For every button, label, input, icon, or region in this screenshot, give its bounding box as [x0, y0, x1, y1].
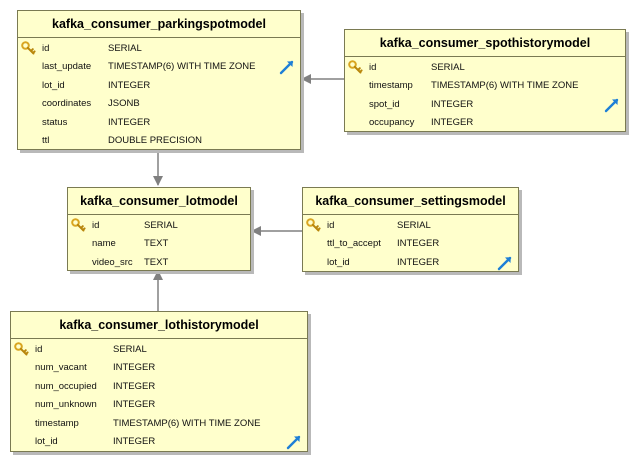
column-row[interactable]: num_vacant INTEGER — [11, 359, 307, 377]
column-type: TIMESTAMP(6) WITH TIME ZONE — [108, 61, 256, 73]
link-arrow-icon — [286, 435, 301, 450]
column-row[interactable]: lot_id INTEGER — [303, 254, 518, 272]
column-row[interactable]: id SERIAL — [303, 217, 518, 235]
column-row[interactable]: last_update TIMESTAMP(6) WITH TIME ZONE — [18, 58, 300, 76]
column-type: DOUBLE PRECISION — [108, 134, 202, 146]
column-row[interactable]: lot_id INTEGER — [18, 77, 300, 95]
column-row[interactable]: lot_id INTEGER — [11, 433, 307, 451]
column-row[interactable]: video_src TEXT — [68, 254, 250, 272]
column-row[interactable]: ttl DOUBLE PRECISION — [18, 132, 300, 150]
column-name: coordinates — [42, 98, 92, 110]
column-type: TIMESTAMP(6) WITH TIME ZONE — [431, 80, 579, 92]
table-title[interactable]: kafka_consumer_spothistorymodel — [345, 30, 625, 57]
column-name: lot_id — [327, 256, 350, 268]
column-name: spot_id — [369, 98, 400, 110]
column-name: last_update — [42, 61, 92, 73]
column-row[interactable]: id SERIAL — [345, 59, 625, 77]
column-name: ttl — [42, 134, 50, 146]
column-type: SERIAL — [108, 43, 142, 54]
column-row[interactable]: occupancy INTEGER — [345, 114, 625, 132]
column-row[interactable]: timestamp TIMESTAMP(6) WITH TIME ZONE — [11, 415, 307, 433]
column-type: INTEGER — [108, 79, 151, 91]
column-name: timestamp — [35, 417, 79, 429]
table-title[interactable]: kafka_consumer_settingsmodel — [303, 188, 518, 215]
column-type: SERIAL — [113, 344, 147, 355]
key-icon — [348, 60, 363, 74]
column-name: lot_id — [42, 79, 65, 91]
column-list: id SERIAL last_update TIMESTAMP(6) WITH TIM… — [18, 38, 300, 150]
column-row[interactable]: id SERIAL — [11, 341, 307, 359]
column-name: id — [92, 220, 100, 231]
column-type: TIMESTAMP(6) WITH TIME ZONE — [113, 417, 261, 429]
column-type: TEXT — [144, 238, 169, 250]
key-icon — [306, 218, 321, 232]
table-title[interactable]: kafka_consumer_lotmodel — [68, 188, 250, 215]
table-title[interactable]: kafka_consumer_lothistorymodel — [11, 312, 307, 339]
column-name: timestamp — [369, 80, 413, 92]
column-name: id — [35, 344, 43, 355]
column-name: num_occupied — [35, 380, 97, 392]
column-name: id — [369, 62, 377, 73]
column-type: INTEGER — [108, 116, 151, 128]
column-row[interactable]: num_occupied INTEGER — [11, 378, 307, 396]
column-type: INTEGER — [113, 362, 156, 374]
column-name: num_vacant — [35, 362, 87, 374]
column-list: id SERIAL timestamp TIMESTAMP(6) WITH TIME … — [345, 57, 625, 133]
column-name: occupancy — [369, 117, 415, 129]
column-type: INTEGER — [431, 98, 474, 110]
key-icon — [14, 342, 29, 356]
column-row[interactable]: status INTEGER — [18, 114, 300, 132]
table-title[interactable]: kafka_consumer_parkingspotmodel — [18, 11, 300, 38]
column-name: name — [92, 238, 116, 250]
column-type: SERIAL — [431, 62, 465, 73]
column-type: INTEGER — [113, 435, 156, 447]
link-arrow-icon — [497, 256, 512, 270]
link-arrow-icon — [279, 61, 294, 75]
column-type: SERIAL — [397, 220, 431, 231]
column-name: num_unknown — [35, 399, 97, 411]
column-row[interactable]: ttl_to_accept INTEGER — [303, 235, 518, 253]
column-row[interactable]: spot_id INTEGER — [345, 96, 625, 114]
key-icon — [21, 41, 36, 55]
key-icon — [71, 218, 86, 232]
column-type: INTEGER — [397, 256, 440, 268]
column-type: INTEGER — [113, 380, 156, 392]
column-name: video_src — [92, 256, 133, 268]
column-row[interactable]: num_unknown INTEGER — [11, 396, 307, 414]
column-type: INTEGER — [431, 117, 474, 129]
column-type: SERIAL — [144, 220, 178, 231]
column-type: JSONB — [108, 98, 140, 110]
column-row[interactable]: timestamp TIMESTAMP(6) WITH TIME ZONE — [345, 77, 625, 95]
column-name: id — [42, 43, 50, 54]
link-arrow-icon — [604, 98, 619, 112]
column-row[interactable]: id SERIAL — [18, 40, 300, 58]
column-type: INTEGER — [397, 238, 440, 250]
column-name: id — [327, 220, 335, 231]
column-type: INTEGER — [113, 399, 156, 411]
column-name: ttl_to_accept — [327, 238, 381, 250]
column-name: status — [42, 116, 68, 128]
column-name: lot_id — [35, 435, 58, 447]
column-row[interactable]: coordinates JSONB — [18, 95, 300, 113]
column-row[interactable]: name TEXT — [68, 235, 250, 253]
column-type: TEXT — [144, 256, 169, 268]
column-row[interactable]: id SERIAL — [68, 217, 250, 235]
